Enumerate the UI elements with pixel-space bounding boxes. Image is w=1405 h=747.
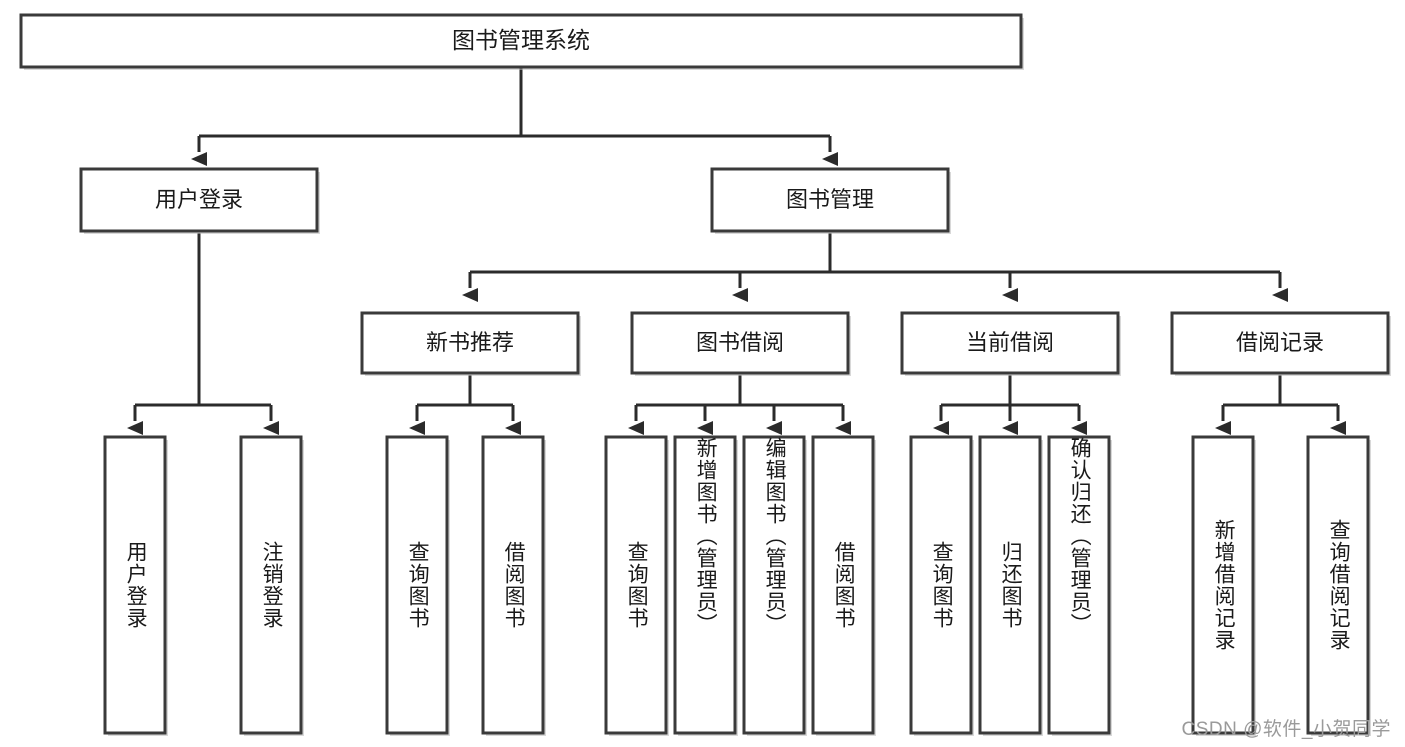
node-new-book-recommend[interactable]: 新书推荐 (360, 311, 581, 376)
connector-group-new-book-recommend (409, 375, 521, 435)
connector-group-book-borrow (628, 375, 851, 435)
node-new-book-recommend-box[interactable] (360, 311, 580, 375)
leaf-add-record-box[interactable] (1191, 435, 1255, 735)
node-book-borrow[interactable]: 图书借阅 (630, 311, 851, 376)
connector-group-root (191, 68, 838, 166)
node-current-borrow-label: 当前借阅 (966, 330, 1054, 355)
leaf-return-book-box[interactable] (978, 435, 1042, 735)
node-current-borrow-box[interactable] (900, 311, 1120, 375)
leaf-boxes (103, 435, 1371, 736)
node-user-login-box[interactable] (79, 167, 319, 233)
leaf-borrow-book-1-box[interactable] (481, 435, 545, 735)
leaf-query-book-3-box[interactable] (909, 435, 973, 735)
leaf-user-login-box[interactable] (103, 435, 167, 735)
node-book-manage[interactable]: 图书管理 (710, 167, 951, 234)
node-root-label: 图书管理系统 (452, 27, 590, 53)
leaf-logout-login-box[interactable] (239, 435, 303, 735)
node-new-book-recommend-label: 新书推荐 (426, 330, 514, 355)
leaf-edit-book-box[interactable] (742, 435, 806, 735)
node-book-borrow-box[interactable] (630, 311, 850, 375)
node-borrow-record[interactable]: 借阅记录 (1170, 311, 1391, 376)
leaf-query-record-box[interactable] (1306, 435, 1370, 735)
csdn-watermark: CSDN @软件_小贺同学 (1181, 719, 1391, 740)
node-root-box[interactable] (19, 13, 1023, 69)
node-book-manage-box[interactable] (710, 167, 950, 233)
connector-group-borrow-record (1215, 375, 1346, 435)
leaf-add-book-box[interactable] (673, 435, 737, 735)
node-book-manage-label: 图书管理 (786, 187, 874, 212)
connector-group-user-login (127, 233, 279, 435)
node-root[interactable]: 图书管理系统 (19, 13, 1024, 70)
leaf-borrow-book-2-box[interactable] (811, 435, 875, 735)
leaf-confirm-return-box[interactable] (1047, 435, 1111, 735)
leaf-query-book-2-box[interactable] (604, 435, 668, 735)
node-borrow-record-label: 借阅记录 (1236, 330, 1324, 355)
leaf-query-book-1-box[interactable] (385, 435, 449, 735)
node-borrow-record-box[interactable] (1170, 311, 1390, 375)
connector-group-book-manage (462, 233, 1288, 302)
connector-group-current-borrow (933, 375, 1087, 435)
node-user-login-label: 用户登录 (155, 187, 243, 212)
node-current-borrow[interactable]: 当前借阅 (900, 311, 1121, 376)
node-book-borrow-label: 图书借阅 (696, 330, 784, 355)
node-user-login[interactable]: 用户登录 (79, 167, 320, 234)
